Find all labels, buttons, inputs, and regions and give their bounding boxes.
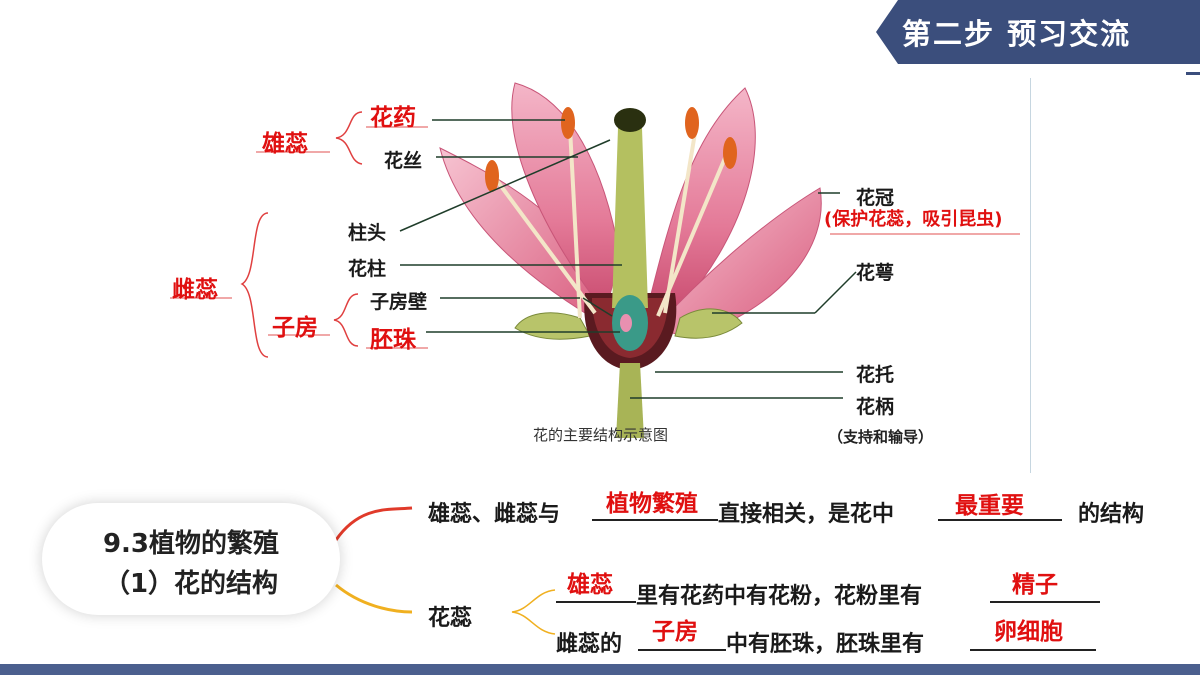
step-badge: 第二步 预习交流 xyxy=(876,0,1200,64)
label-stigma: 柱头 xyxy=(348,222,387,244)
bottom-bar xyxy=(0,664,1200,675)
branch1-part1: 雄蕊、雌蕊与 xyxy=(428,502,561,527)
topic-bubble: 9.3植物的繁殖 （1）花的结构 xyxy=(42,503,340,615)
branch1-blank2 xyxy=(938,519,1062,521)
vertical-divider xyxy=(1030,78,1031,473)
branch2-line2-answer2: 卵细胞 xyxy=(994,619,1063,645)
branch1-part2: 直接相关，是花中 xyxy=(718,502,895,527)
step-badge-shape xyxy=(876,0,1200,64)
branch2-line1-blank1 xyxy=(556,601,636,603)
branch2-line1-blank2 xyxy=(990,601,1100,603)
label-pedicel: 花柄 xyxy=(856,396,895,418)
label-pedicel-note: （支持和输导） xyxy=(828,428,934,446)
branch1-part3: 的结构 xyxy=(1078,502,1145,527)
branch1-answer1: 植物繁殖 xyxy=(606,491,698,517)
topic-line1: 9.3植物的繁殖 xyxy=(102,529,280,559)
branch1-answer2: 最重要 xyxy=(955,493,1024,519)
flower-illustration xyxy=(439,82,822,438)
diagram-caption: 花的主要结构示意图 xyxy=(533,426,669,444)
branch2-line2-blank1 xyxy=(638,649,726,651)
label-corolla: 花冠 xyxy=(856,187,895,209)
label-ovary-wall: 子房壁 xyxy=(370,291,428,313)
topic-line2: （1）花的结构 xyxy=(103,569,279,599)
label-receptacle: 花托 xyxy=(856,364,895,386)
label-sepal: 花萼 xyxy=(856,262,895,284)
label-anther: 花药 xyxy=(370,105,416,131)
step-title: 第二步 预习交流 xyxy=(902,17,1132,51)
header-divider xyxy=(1186,72,1200,75)
branch2-line1-answer1: 雄蕊 xyxy=(567,572,613,598)
label-filament: 花丝 xyxy=(384,150,423,172)
branch2-label: 花蕊 xyxy=(428,606,473,631)
branch2-line1-part1: 里有花药中有花粉，花粉里有 xyxy=(636,584,923,609)
branch2-line1-answer2: 精子 xyxy=(1012,572,1058,598)
label-stamen: 雄蕊 xyxy=(262,131,308,157)
branch2-line2-blank2 xyxy=(970,649,1096,651)
label-ovule: 胚珠 xyxy=(370,327,416,353)
branch1-blank1 xyxy=(592,519,718,521)
label-style: 花柱 xyxy=(348,258,387,280)
branch2-line2-part2: 中有胚珠，胚珠里有 xyxy=(726,632,925,657)
label-pistil: 雌蕊 xyxy=(172,277,218,303)
branch2-line2-answer1: 子房 xyxy=(652,619,698,645)
label-corolla-note: (保护花蕊，吸引昆虫) xyxy=(824,209,1003,230)
branch2-line2-part1: 雌蕊的 xyxy=(556,632,623,657)
label-ovary: 子房 xyxy=(272,315,318,341)
